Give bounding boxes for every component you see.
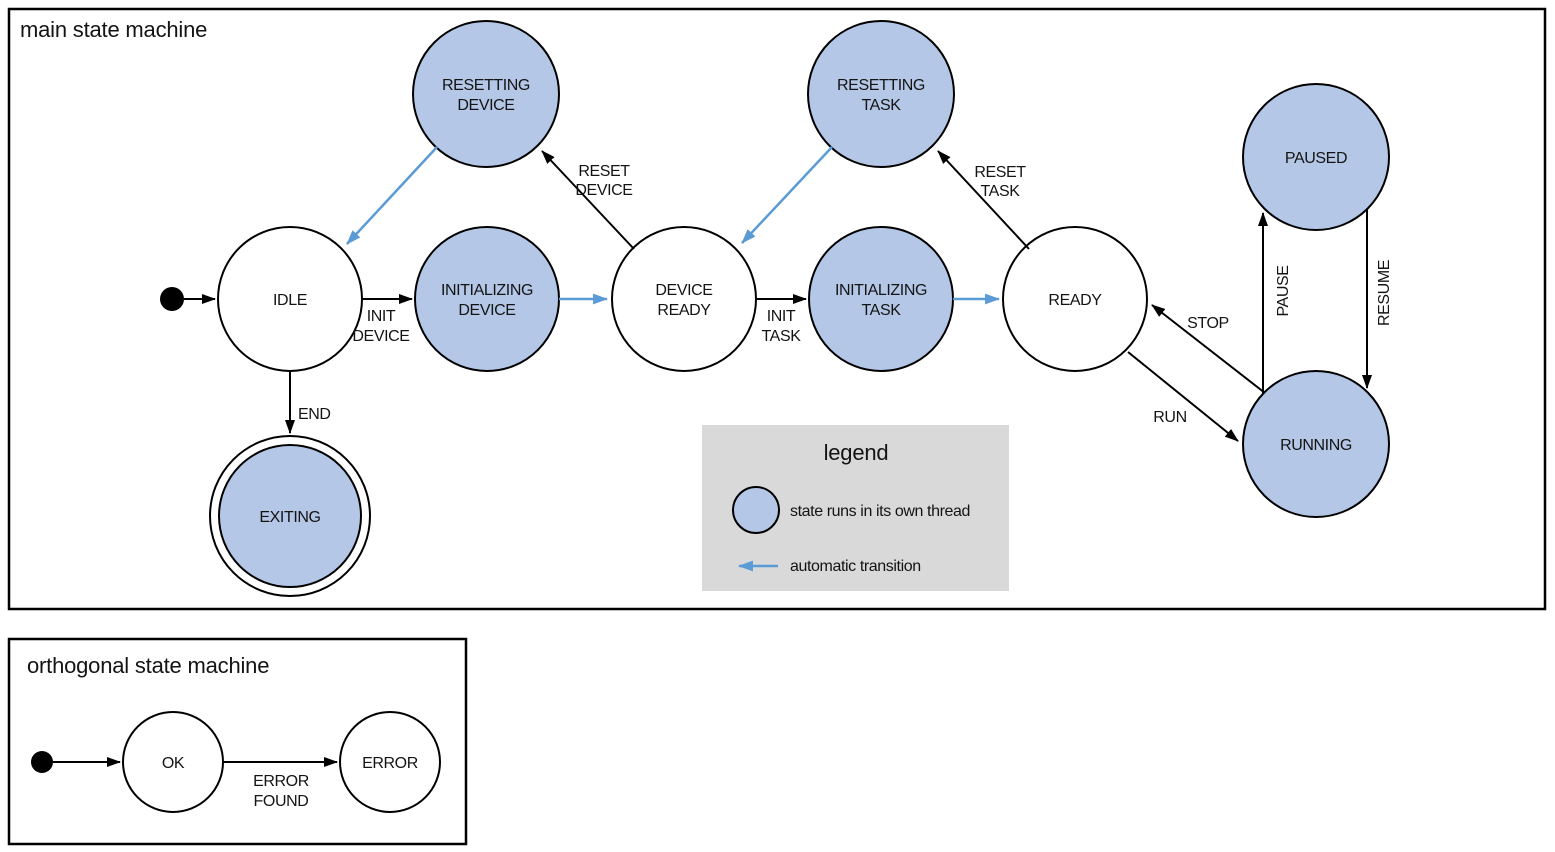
state-resetting-device-circle xyxy=(412,20,560,168)
transition-stop-arrow xyxy=(1151,304,1266,394)
transition-reset-task-label-line2: TASK xyxy=(980,183,1020,200)
main-panel-title: main state machine xyxy=(20,17,207,42)
orthogonal-initial-state-marker xyxy=(31,751,53,773)
state-error-label: ERROR xyxy=(362,755,418,772)
state-exiting-final: EXITING xyxy=(209,435,371,597)
legend-thread-state-label: state runs in its own thread xyxy=(790,503,970,520)
auto-transition-resetting-device-to-idle xyxy=(346,146,438,245)
transition-reset-task-label-line1: RESET xyxy=(974,164,1026,181)
transition-init-device-label-line1: INIT xyxy=(367,308,396,325)
orthogonal-state-machine-panel: orthogonal state machine OK ERROR FOUND … xyxy=(7,637,468,846)
state-running-label: RUNNING xyxy=(1280,437,1352,454)
transition-reset-device-arrow xyxy=(541,150,635,250)
state-ok: OK xyxy=(122,711,224,813)
transition-run-label: RUN xyxy=(1153,409,1186,426)
state-exiting-label: EXITING xyxy=(259,509,320,526)
state-initializing-task-label-line1: INITIALIZING xyxy=(835,282,927,299)
transition-error-found-label-line2: FOUND xyxy=(254,793,309,810)
state-ready: READY xyxy=(1002,226,1148,372)
state-paused-label: PAUSED xyxy=(1285,150,1347,167)
state-ok-label: OK xyxy=(162,755,185,772)
state-paused-circle xyxy=(1242,83,1390,231)
transition-init-task-label-line2: TASK xyxy=(761,328,801,345)
transition-end-label: END xyxy=(298,406,331,423)
main-state-machine-panel: main state machine IDLE INITIALIZING DEV… xyxy=(7,7,1547,611)
transition-pause-label: PAUSE xyxy=(1275,265,1292,316)
state-exiting-inner-circle xyxy=(218,444,362,588)
state-resetting-device: RESETTING DEVICE xyxy=(412,20,560,168)
state-initializing-device-label-line1: INITIALIZING xyxy=(441,282,533,299)
transition-error-found-label-line1: ERROR xyxy=(253,773,309,790)
orthogonal-panel-title: orthogonal state machine xyxy=(27,653,269,678)
transition-reset-device-label-line2: DEVICE xyxy=(575,182,632,199)
state-resetting-task-label-line2: TASK xyxy=(861,97,901,114)
state-resetting-device-label-line2: DEVICE xyxy=(457,97,514,114)
legend-thread-state-icon xyxy=(732,486,780,534)
state-error-circle xyxy=(339,711,441,813)
state-idle-label: IDLE xyxy=(273,292,307,309)
state-ready-label: READY xyxy=(1048,292,1102,309)
legend-automatic-transition-label: automatic transition xyxy=(790,558,921,575)
state-resetting-task-label-line1: RESETTING xyxy=(837,77,925,94)
state-running-circle xyxy=(1242,370,1390,518)
transition-reset-task-arrow xyxy=(937,150,1030,250)
transition-run-arrow xyxy=(1127,351,1239,442)
transition-stop-label: STOP xyxy=(1187,315,1229,332)
state-device-ready-label-line1: DEVICE xyxy=(655,282,712,299)
transition-init-device-label-line2: DEVICE xyxy=(352,328,409,345)
state-device-ready-label-line2: READY xyxy=(657,302,711,319)
state-resetting-device-label-line1: RESETTING xyxy=(442,77,530,94)
state-initializing-task-circle xyxy=(808,226,954,372)
state-initializing-task-label-line2: TASK xyxy=(861,302,901,319)
state-initializing-device-label-line2: DEVICE xyxy=(458,302,515,319)
transition-reset-device-label-line1: RESET xyxy=(578,163,630,180)
state-initializing-task: INITIALIZING TASK xyxy=(808,226,954,372)
legend: legend state runs in its own thread auto… xyxy=(702,425,1009,591)
state-initializing-device-circle xyxy=(414,226,560,372)
state-resetting-task-circle xyxy=(807,20,955,168)
state-initializing-device: INITIALIZING DEVICE xyxy=(414,226,560,372)
state-paused: PAUSED xyxy=(1242,83,1390,231)
state-running: RUNNING xyxy=(1242,370,1390,518)
state-idle: IDLE xyxy=(217,226,363,372)
auto-transition-resetting-task-to-device-ready xyxy=(741,146,833,244)
state-ready-circle xyxy=(1002,226,1148,372)
initial-state-marker xyxy=(160,287,184,311)
transition-resume-label: RESUME xyxy=(1376,260,1393,326)
state-device-ready: DEVICE READY xyxy=(611,226,757,372)
legend-title: legend xyxy=(824,440,889,465)
state-error: ERROR xyxy=(339,711,441,813)
transition-init-task-label-line1: INIT xyxy=(767,308,796,325)
state-resetting-task: RESETTING TASK xyxy=(807,20,955,168)
